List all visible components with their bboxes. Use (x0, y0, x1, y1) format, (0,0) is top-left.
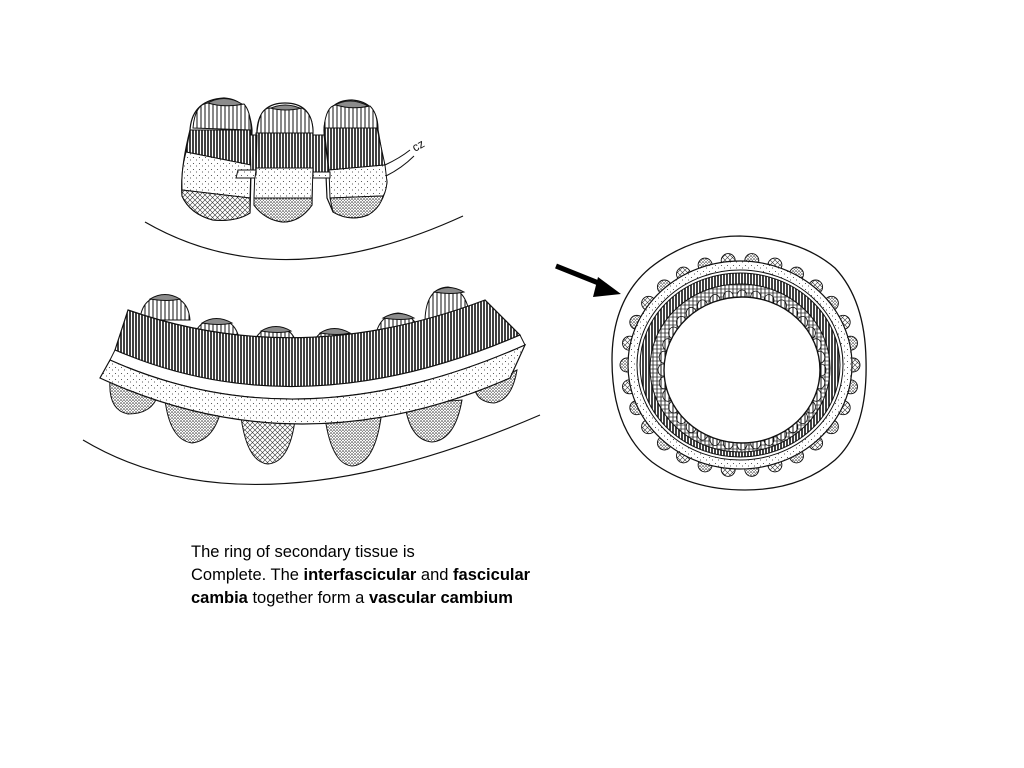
primary-phloem (192, 102, 252, 131)
term-interfascicular: interfascicular (303, 566, 417, 584)
stem-segment-secondary (82, 286, 541, 486)
stem-outline-top (144, 215, 464, 261)
vascular-bundle (253, 102, 314, 223)
caption-text: Complete. The (191, 566, 304, 584)
vascular-bundle (181, 97, 253, 221)
primary-xylem (253, 167, 314, 199)
caption-line-1: The ring of secondary tissue is (191, 543, 415, 561)
interfascicular-cambium (249, 134, 258, 176)
caption: The ring of secondary tissue is Complete… (191, 541, 621, 610)
pith-cap (181, 189, 251, 221)
cz-label: cz (410, 136, 427, 154)
stem-segment-early: cz (144, 97, 464, 261)
term-fascicular: fascicular (453, 566, 531, 584)
cz-leader (385, 155, 415, 177)
primary-phloem (323, 104, 378, 129)
xylem-stripe (323, 127, 386, 171)
caption-text: together form a (247, 589, 369, 607)
xylem-stripe (254, 132, 314, 169)
pith-cap (329, 195, 384, 219)
vascular-bundle (323, 99, 388, 219)
term-vascular-cambium: vascular cambium (368, 589, 513, 607)
primary-phloem (256, 107, 314, 134)
interfascicular-dots (312, 171, 331, 179)
stem-cross-section (611, 235, 867, 491)
pith-cap (253, 197, 313, 223)
term-cambia: cambia (191, 589, 248, 607)
secondary-xylem-band (99, 343, 527, 425)
interfascicular-dots (235, 169, 257, 179)
stem-outline-middle (82, 414, 541, 486)
primary-xylem (328, 164, 388, 199)
pith (663, 296, 821, 444)
cz-leader (384, 149, 411, 166)
arrow-right-icon (555, 263, 621, 297)
caption-text: and (416, 566, 454, 584)
